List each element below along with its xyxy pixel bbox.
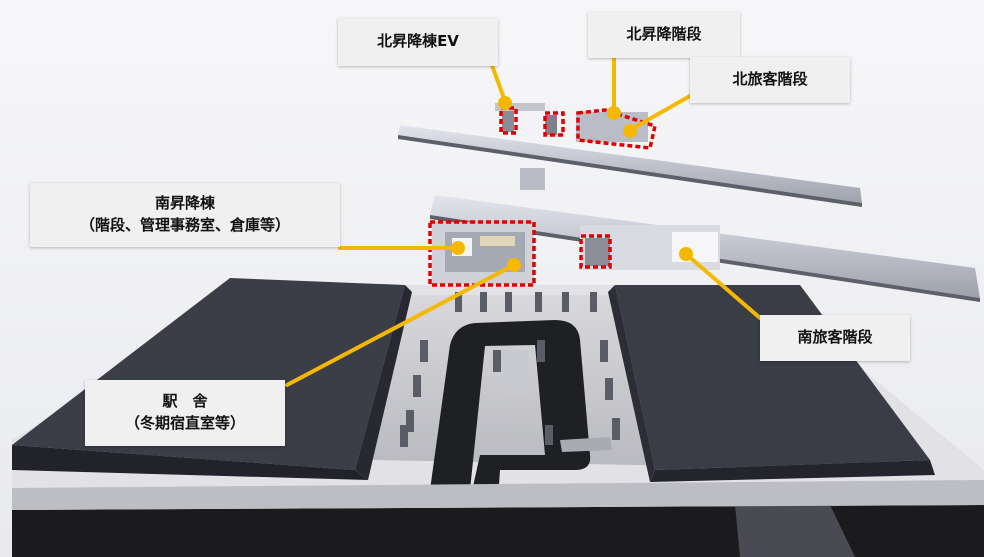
south-building-stair — [480, 236, 515, 246]
left-building-front — [12, 445, 368, 480]
label-station-line1: 駅 舎 — [162, 392, 208, 411]
side-street — [735, 505, 855, 557]
label-south-passenger-stairs: 南旅客階段 — [760, 315, 910, 361]
sidewalk — [12, 480, 984, 510]
label-north-ev-text: 北昇降棟EV — [377, 32, 459, 51]
label-north-stairs: 北昇降階段 — [588, 12, 740, 58]
highlight-boxes — [428, 106, 658, 287]
label-north-stairs-text: 北昇降階段 — [626, 25, 702, 44]
pillars — [400, 292, 620, 447]
north-platform-edge — [398, 135, 862, 207]
north-platform-deck — [398, 125, 862, 203]
label-station-line2: （冬期宿直室等） — [124, 414, 245, 432]
north-stair-opening — [545, 115, 557, 135]
label-north-passenger-stairs: 北旅客階段 — [690, 57, 850, 103]
deck-connector — [520, 168, 545, 190]
south-passenger-stair-roof — [672, 232, 718, 262]
label-station: 駅 舎 （冬期宿直室等） — [85, 380, 285, 446]
right-building-top — [615, 285, 930, 470]
north-ev-shaft — [502, 110, 514, 132]
label-south-building: 南昇降棟 （階段、管理事務室、倉庫等） — [30, 183, 340, 247]
label-south-passenger-stairs-text: 南旅客階段 — [797, 328, 873, 347]
label-north-passenger-stairs-text: 北旅客階段 — [732, 70, 808, 89]
right-building-front — [650, 460, 935, 482]
leader-lines — [285, 56, 762, 387]
label-south-building-line1: 南昇降棟 — [154, 194, 215, 213]
left-building-side — [355, 285, 412, 480]
inner-island — [500, 350, 530, 395]
drop-off-road — [430, 320, 591, 500]
bench — [560, 437, 612, 452]
right-building-side — [608, 285, 655, 482]
south-stair-opening — [585, 238, 610, 266]
leader-dots — [451, 96, 693, 272]
label-south-building-line2: （階段、管理事務室、倉庫等） — [79, 216, 290, 234]
north-ev-roof — [495, 103, 545, 111]
label-north-ev: 北昇降棟EV — [338, 18, 498, 66]
